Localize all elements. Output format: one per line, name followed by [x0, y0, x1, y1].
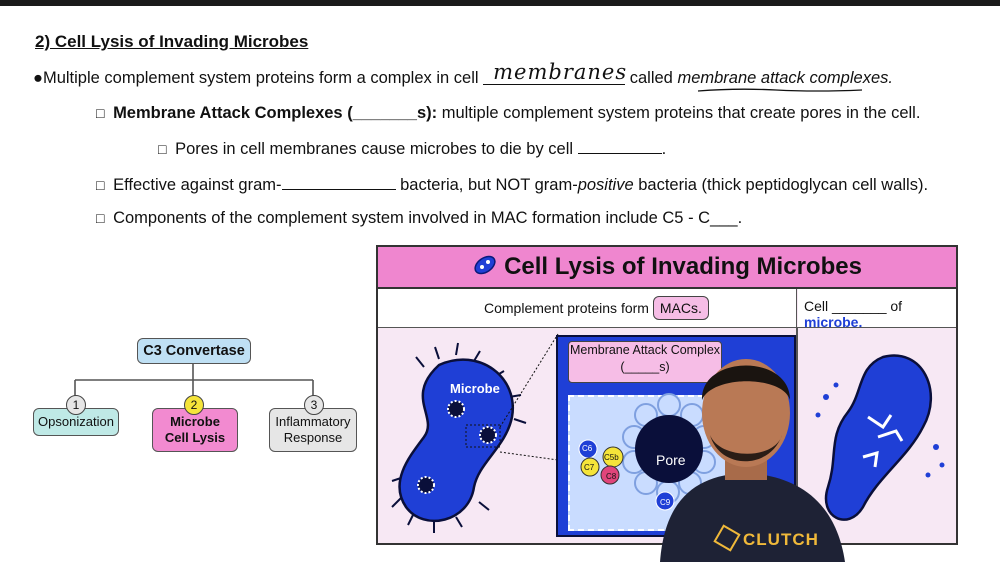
node2-label-line1: Microbe	[170, 414, 220, 429]
checkbox-icon: □	[96, 105, 105, 121]
node2-number-badge: 2	[184, 395, 204, 415]
item-gram: □ Effective against gram- bacteria, but …	[96, 175, 928, 195]
node1-number-badge: 1	[66, 395, 86, 415]
figure-divider	[796, 327, 798, 543]
item1-rest: multiple complement system proteins that…	[441, 104, 921, 122]
item-pores: □ Pores in cell membranes cause microbes…	[158, 139, 666, 159]
figure-left-caption-row: Complement proteins form MACs.	[378, 289, 797, 328]
right-caption-a: Cell _______ of	[804, 298, 903, 314]
right-caption-b: microbe.	[804, 314, 863, 330]
zoom-lines	[499, 333, 559, 461]
checkbox-icon: □	[96, 177, 105, 193]
hierarchy-root-c3-convertase: C3 Convertase	[137, 338, 251, 364]
figure-header: Cell Lysis of Invading Microbes	[378, 247, 956, 289]
left-caption: Complement proteins form MACs.	[484, 296, 709, 320]
bullet-line-1: ●Multiple complement system proteins for…	[33, 60, 893, 88]
item2-blank	[281, 175, 396, 190]
handwritten-answer: membranes	[493, 60, 628, 84]
node2-label-line2: Cell Lysis	[164, 430, 226, 445]
item1-blank: _______	[352, 104, 417, 122]
underline-squiggle	[697, 88, 863, 92]
item2-italic: positive	[577, 176, 634, 194]
section-title: 2) Cell Lysis of Invading Microbes	[35, 32, 309, 51]
right-caption: Cell _______ of microbe.	[804, 298, 956, 330]
hierarchy-node-cell-lysis: Microbe Cell Lysis	[152, 408, 238, 452]
mac-label-box: Membrane Attack Complex (_____s)	[568, 341, 722, 383]
protein-c9: C9	[660, 498, 671, 507]
microbe-icon	[474, 255, 496, 275]
item1-sub-text: Pores in cell membranes cause microbes t…	[175, 140, 574, 158]
item1-bold-prefix: Membrane Attack Complexes (	[113, 104, 353, 122]
cell-lysis-figure: Cell Lysis of Invading Microbes Compleme…	[376, 245, 958, 545]
item1-sub-end: .	[661, 140, 667, 158]
presenter-video	[660, 359, 845, 562]
checkbox-icon: □	[158, 141, 167, 157]
mac-label-line2: (_____s)	[620, 360, 670, 374]
clutch-logo: CLUTCH	[713, 524, 819, 552]
mac-label-line1: Membrane Attack Complex	[569, 343, 721, 357]
node3-label-line2: Response	[283, 430, 343, 445]
item3-text: Components of the complement system invo…	[113, 209, 743, 227]
item2-part3: bacteria (thick peptidoglycan cell walls…	[638, 176, 929, 194]
item2-part2: bacteria, but NOT gram-	[400, 176, 578, 194]
bullet1-blank: membranes	[483, 60, 626, 85]
item1-bold-suffix: s):	[416, 104, 438, 122]
item-mac-definition: □ Membrane Attack Complexes (_______s): …	[96, 104, 920, 123]
protein-c6: C6	[582, 444, 593, 453]
item1-sub-blank	[577, 139, 662, 154]
checkbox-icon: □	[96, 210, 105, 226]
figure-right-caption-row: Cell _______ of microbe.	[798, 289, 956, 330]
hexagon-icon	[713, 524, 741, 552]
hierarchy-node-inflammatory: Inflammatory Response	[269, 408, 357, 452]
node1-label: Opsonization	[38, 414, 114, 429]
logo-text: CLUTCH	[743, 530, 819, 549]
figure-title: Cell Lysis of Invading Microbes	[504, 253, 862, 280]
top-bar	[0, 0, 1000, 6]
bullet1-suffix: called	[629, 69, 673, 87]
protein-c5b: C5b	[604, 453, 619, 462]
node3-number-badge: 3	[304, 395, 324, 415]
item2-part1: Effective against gram-	[113, 176, 282, 194]
pore-label: Pore	[656, 452, 686, 468]
lysed-microbe-illustration	[815, 354, 945, 521]
bullet1-italic: membrane attack complexes.	[677, 69, 893, 87]
microbe-illustration	[391, 342, 527, 533]
protein-c8: C8	[606, 472, 617, 481]
protein-c7: C7	[584, 463, 595, 472]
bullet1-prefix: ●Multiple complement system proteins for…	[33, 69, 479, 87]
macs-pill: MACs.	[652, 296, 709, 320]
item-components: □ Components of the complement system in…	[96, 209, 742, 228]
node3-label-line1: Inflammatory	[275, 414, 351, 429]
left-caption-text: Complement proteins form	[484, 300, 649, 316]
microbe-label: Microbe	[450, 381, 500, 396]
hierarchy-node-opsonization: Opsonization	[33, 408, 119, 436]
